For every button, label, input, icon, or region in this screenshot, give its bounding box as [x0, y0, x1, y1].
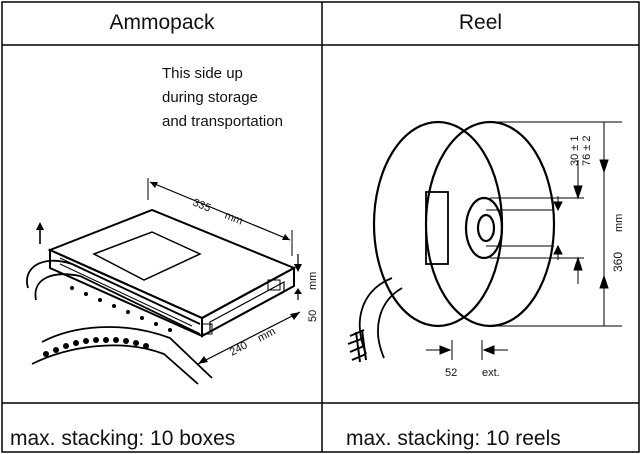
tape-strip: [26, 259, 213, 385]
orientation-note-line-1: This side up: [162, 65, 243, 82]
diameter-value: 360: [611, 252, 625, 272]
orientation-note: This side up during storage and transpor…: [162, 62, 283, 134]
ammopack-title: Ammopack: [109, 11, 215, 34]
reel-title: Reel: [458, 11, 503, 34]
width-value: 240: [228, 339, 250, 358]
orientation-note-line-3: and transportation: [162, 113, 283, 130]
reel-component-leads: [347, 329, 367, 363]
reel-unit: mm: [613, 214, 625, 232]
ammopack-box: [47, 208, 297, 338]
component-leads: [43, 286, 172, 357]
orientation-note-line-2: during storage: [162, 89, 258, 106]
height-unit: mm: [307, 272, 319, 290]
reel-stacking-text: max. stacking: 10 reels: [346, 427, 561, 450]
reel-body: [372, 120, 556, 328]
height-value: 50: [307, 310, 319, 322]
height-dimension: [294, 254, 302, 300]
reel-width-value: 52: [445, 367, 457, 379]
length-value: 335: [191, 197, 213, 215]
core-dimension-value: 76 ± 2: [581, 135, 593, 166]
width-dimension: [197, 311, 301, 365]
hub-dimension-value: 30 ± 1: [569, 135, 581, 166]
ammopack-drawing: 335 mm 50 mm 240 mm: [26, 178, 319, 385]
reel-tape: [358, 277, 403, 359]
reel-width-note: ext.: [482, 367, 500, 379]
reel-dimension-lines: [426, 121, 622, 360]
length-unit: mm: [223, 210, 244, 228]
up-arrow-icon: [36, 222, 44, 244]
width-unit: mm: [256, 325, 278, 344]
length-dimension: [147, 178, 293, 256]
ammopack-stacking-text: max. stacking: 10 boxes: [10, 427, 236, 450]
reel-drawing: 30 ± 1 76 ± 2 mm 360 52 ext.: [347, 120, 625, 379]
